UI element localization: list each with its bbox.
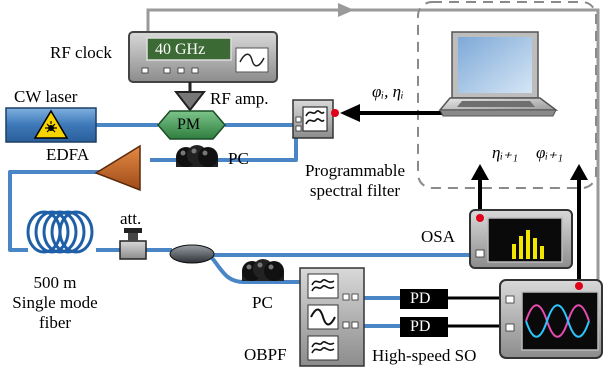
feedback-arrowhead [338, 3, 354, 17]
fiber-coupler [169, 244, 215, 264]
pm-label: PM [177, 116, 201, 133]
rf-clock-label: RF clock [50, 43, 112, 62]
programmable-filter-label-1: Programmable [304, 161, 406, 180]
osa-label: OSA [421, 227, 456, 246]
osa-to-pc-arrowhead [471, 164, 489, 180]
photodiode-top [400, 289, 448, 309]
filter-control-port [331, 109, 339, 117]
pd-bottom-label: PD [410, 318, 431, 335]
rf-amp-label: RF amp. [210, 89, 269, 108]
edfa-label: EDFA [46, 145, 90, 164]
pm-modulator [157, 110, 226, 140]
fiber-type-label: Single mode [12, 293, 98, 312]
optical-fiber-paths [8, 123, 486, 328]
computer-region-dashed [417, 1, 597, 189]
obpf-filter-bank [299, 267, 365, 367]
rf-frequency-readout: 40 GHz [155, 41, 206, 58]
obpf-label: OBPF [244, 345, 287, 364]
polarization-controller-top [176, 145, 218, 167]
osa-instrument [469, 209, 573, 269]
fiber-word-label: fiber [38, 313, 72, 332]
control-arrowhead [340, 104, 360, 122]
programmable-filter-label-2: spectral filter [309, 181, 401, 200]
attenuator-label: att. [120, 209, 142, 228]
phase-amplitude-label: φᵢ, ηᵢ [372, 82, 404, 101]
rf-amp-triangle [173, 91, 207, 112]
so-to-pc-arrowhead [570, 164, 588, 180]
programmable-filter-box [292, 99, 339, 139]
sampling-oscilloscope [499, 279, 603, 359]
electrical-lines [448, 296, 500, 328]
oscilloscope-waveform-icon [525, 304, 590, 338]
pd-top-label: PD [410, 290, 431, 307]
high-speed-so-label: High-speed SO [372, 346, 477, 365]
eta-next-label: ηᵢ₊₁ [492, 143, 519, 162]
fiber-length-label: 500 m [33, 273, 77, 292]
pc-bottom-label: PC [252, 293, 273, 312]
rf-clock-box [128, 31, 278, 83]
attenuator [119, 228, 147, 260]
polarization-controller-bottom [242, 259, 284, 281]
fiber-spool [26, 210, 94, 254]
pc-top-label: PC [228, 149, 249, 168]
laptop-icon [438, 31, 559, 117]
rf-clock-display [146, 37, 232, 61]
cw-laser-box [5, 107, 97, 143]
photodiode-bottom [400, 317, 448, 337]
cw-laser-label: CW laser [14, 87, 78, 106]
phi-next-label: φᵢ₊₁ [536, 143, 563, 162]
edfa-amplifier [94, 144, 141, 192]
laser-warning-icon [33, 109, 69, 139]
